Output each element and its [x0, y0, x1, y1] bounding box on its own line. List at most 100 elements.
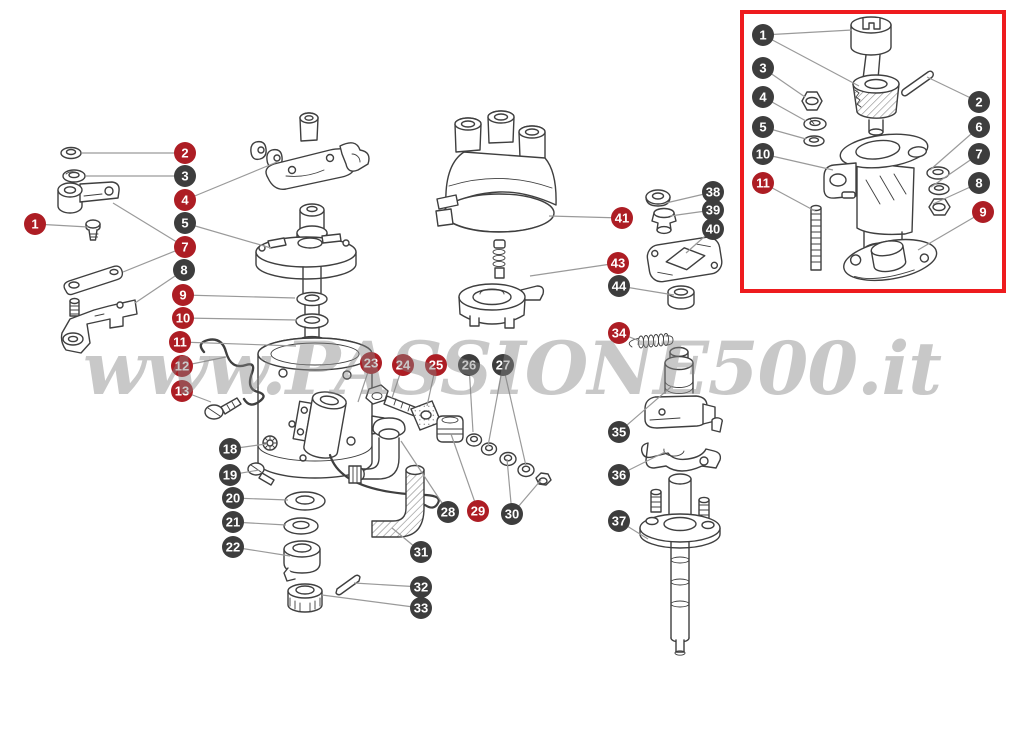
svg-text:18: 18 — [223, 442, 237, 457]
callout-7: 7 — [112, 202, 196, 273]
callout-33: 33 — [321, 594, 432, 619]
inset-callout-4: 4 — [752, 86, 807, 122]
callout-18: 18 — [219, 438, 267, 460]
part-terminal-39 — [651, 207, 677, 235]
part-shaft-housing-35 — [644, 346, 723, 433]
inset-callout-6: 6 — [929, 116, 990, 171]
part-distributor-cap — [435, 110, 557, 233]
svg-text:3: 3 — [759, 61, 766, 76]
svg-text:33: 33 — [414, 601, 428, 616]
svg-text:30: 30 — [505, 507, 519, 522]
inset-callout-3: 3 — [752, 57, 806, 98]
svg-text:19: 19 — [223, 468, 237, 483]
callout-22: 22 — [222, 536, 291, 558]
part-lock-washer-18 — [262, 435, 278, 451]
svg-text:8: 8 — [180, 263, 187, 278]
svg-text:2: 2 — [181, 146, 188, 161]
svg-text:27: 27 — [496, 358, 510, 373]
callout-3: 3 — [86, 165, 196, 187]
svg-text:11: 11 — [756, 176, 770, 191]
svg-text:40: 40 — [706, 222, 720, 237]
inset-callout-7: 7 — [930, 143, 990, 188]
callout-21: 21 — [222, 511, 287, 533]
inset-callout-1: 1 — [752, 24, 860, 87]
part-washers-top-left — [60, 146, 86, 183]
callout-4: 4 — [174, 161, 278, 211]
part-condenser — [292, 391, 347, 459]
svg-text:41: 41 — [615, 211, 629, 226]
part-cap-nut-38 — [645, 189, 671, 207]
callout-24: 24 — [391, 354, 414, 399]
svg-text:13: 13 — [175, 384, 189, 399]
svg-text:1: 1 — [31, 217, 38, 232]
inset-callout-2: 2 — [926, 76, 990, 113]
callout-27: 27 — [487, 354, 527, 467]
svg-text:25: 25 — [429, 358, 443, 373]
part-bushing-22 — [283, 540, 321, 582]
callout-35: 35 — [608, 385, 673, 443]
callout-12: 12 — [171, 355, 227, 377]
callout-25: 25 — [425, 354, 447, 407]
part-inset-washers-4-5 — [803, 117, 827, 147]
svg-text:7: 7 — [975, 147, 982, 162]
svg-text:1: 1 — [759, 28, 766, 43]
part-inset-coupling — [850, 16, 892, 80]
svg-text:28: 28 — [441, 505, 455, 520]
callout-30: 30 — [501, 458, 542, 525]
part-gasket-washers-20-21 — [283, 491, 326, 535]
svg-text:24: 24 — [396, 358, 411, 373]
inset-callout-5: 5 — [752, 116, 807, 140]
callout-44: 44 — [608, 275, 675, 297]
svg-text:20: 20 — [226, 491, 240, 506]
svg-text:26: 26 — [462, 358, 476, 373]
part-inset-pin-2 — [901, 70, 934, 97]
callout-38: 38 — [665, 181, 724, 204]
svg-text:44: 44 — [612, 279, 627, 294]
svg-text:5: 5 — [759, 120, 766, 135]
svg-text:5: 5 — [181, 216, 188, 231]
svg-text:38: 38 — [706, 185, 720, 200]
part-lever-arm — [63, 265, 124, 296]
svg-text:10: 10 — [756, 147, 770, 162]
callout-9: 9 — [172, 284, 296, 306]
svg-text:11: 11 — [173, 335, 187, 350]
svg-text:2: 2 — [975, 95, 982, 110]
callout-19: 19 — [219, 464, 260, 486]
inset-callout-11: 11 — [752, 172, 816, 212]
part-inset-housing-10 — [823, 133, 929, 258]
svg-text:7: 7 — [181, 240, 188, 255]
part-screw-1 — [85, 219, 101, 241]
callout-29: 29 — [450, 433, 489, 522]
part-inset-stud-11 — [810, 204, 822, 271]
callout-32: 32 — [353, 576, 432, 598]
callout-8: 8 — [134, 259, 195, 304]
part-grommet-29 — [436, 415, 464, 443]
svg-text:4: 4 — [181, 193, 189, 208]
inset-callout-10: 10 — [752, 143, 834, 171]
callout-39: 39 — [669, 199, 724, 221]
svg-text:8: 8 — [975, 176, 982, 191]
callout-1: 1 — [24, 213, 89, 235]
part-gasket-40 — [646, 236, 723, 283]
callout-2: 2 — [82, 142, 196, 164]
inset-callout-8: 8 — [932, 172, 990, 205]
svg-text:6: 6 — [975, 120, 982, 135]
svg-text:9: 9 — [179, 288, 186, 303]
svg-text:36: 36 — [612, 468, 626, 483]
svg-text:3: 3 — [181, 169, 188, 184]
callout-26: 26 — [458, 354, 480, 433]
part-cam-lever-36 — [640, 442, 722, 472]
callout-31: 31 — [391, 527, 432, 563]
part-plate-25 — [410, 400, 442, 431]
part-carbon-brush-spring — [492, 239, 506, 279]
part-screw-19 — [247, 462, 275, 486]
callout-43: 43 — [529, 252, 629, 277]
svg-text:32: 32 — [414, 580, 428, 595]
callout-10: 10 — [172, 307, 298, 329]
callout-36: 36 — [608, 451, 666, 486]
callout-34: 34 — [608, 322, 641, 344]
svg-text:10: 10 — [176, 311, 190, 326]
part-elbow-pipe-31 — [371, 464, 425, 538]
